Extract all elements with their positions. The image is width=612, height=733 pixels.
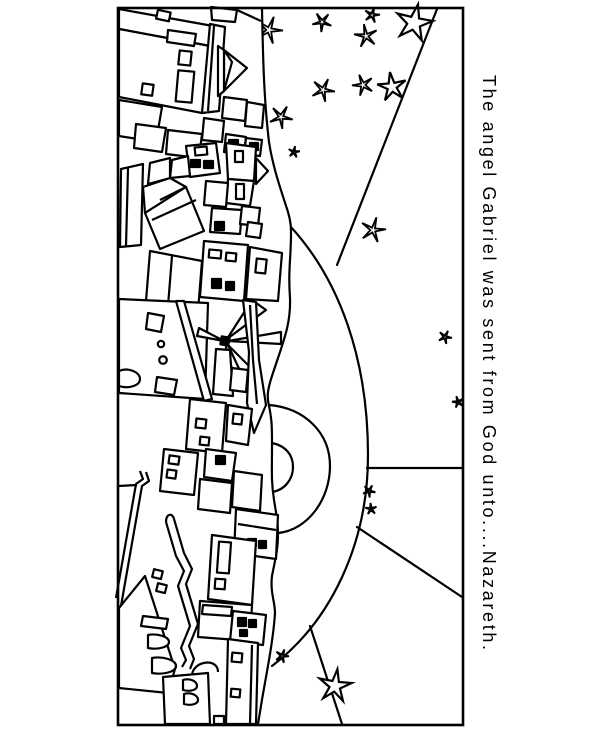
svg-text:The angel Gabriel was sent fro: The angel Gabriel was sent from God unto… (479, 75, 499, 653)
